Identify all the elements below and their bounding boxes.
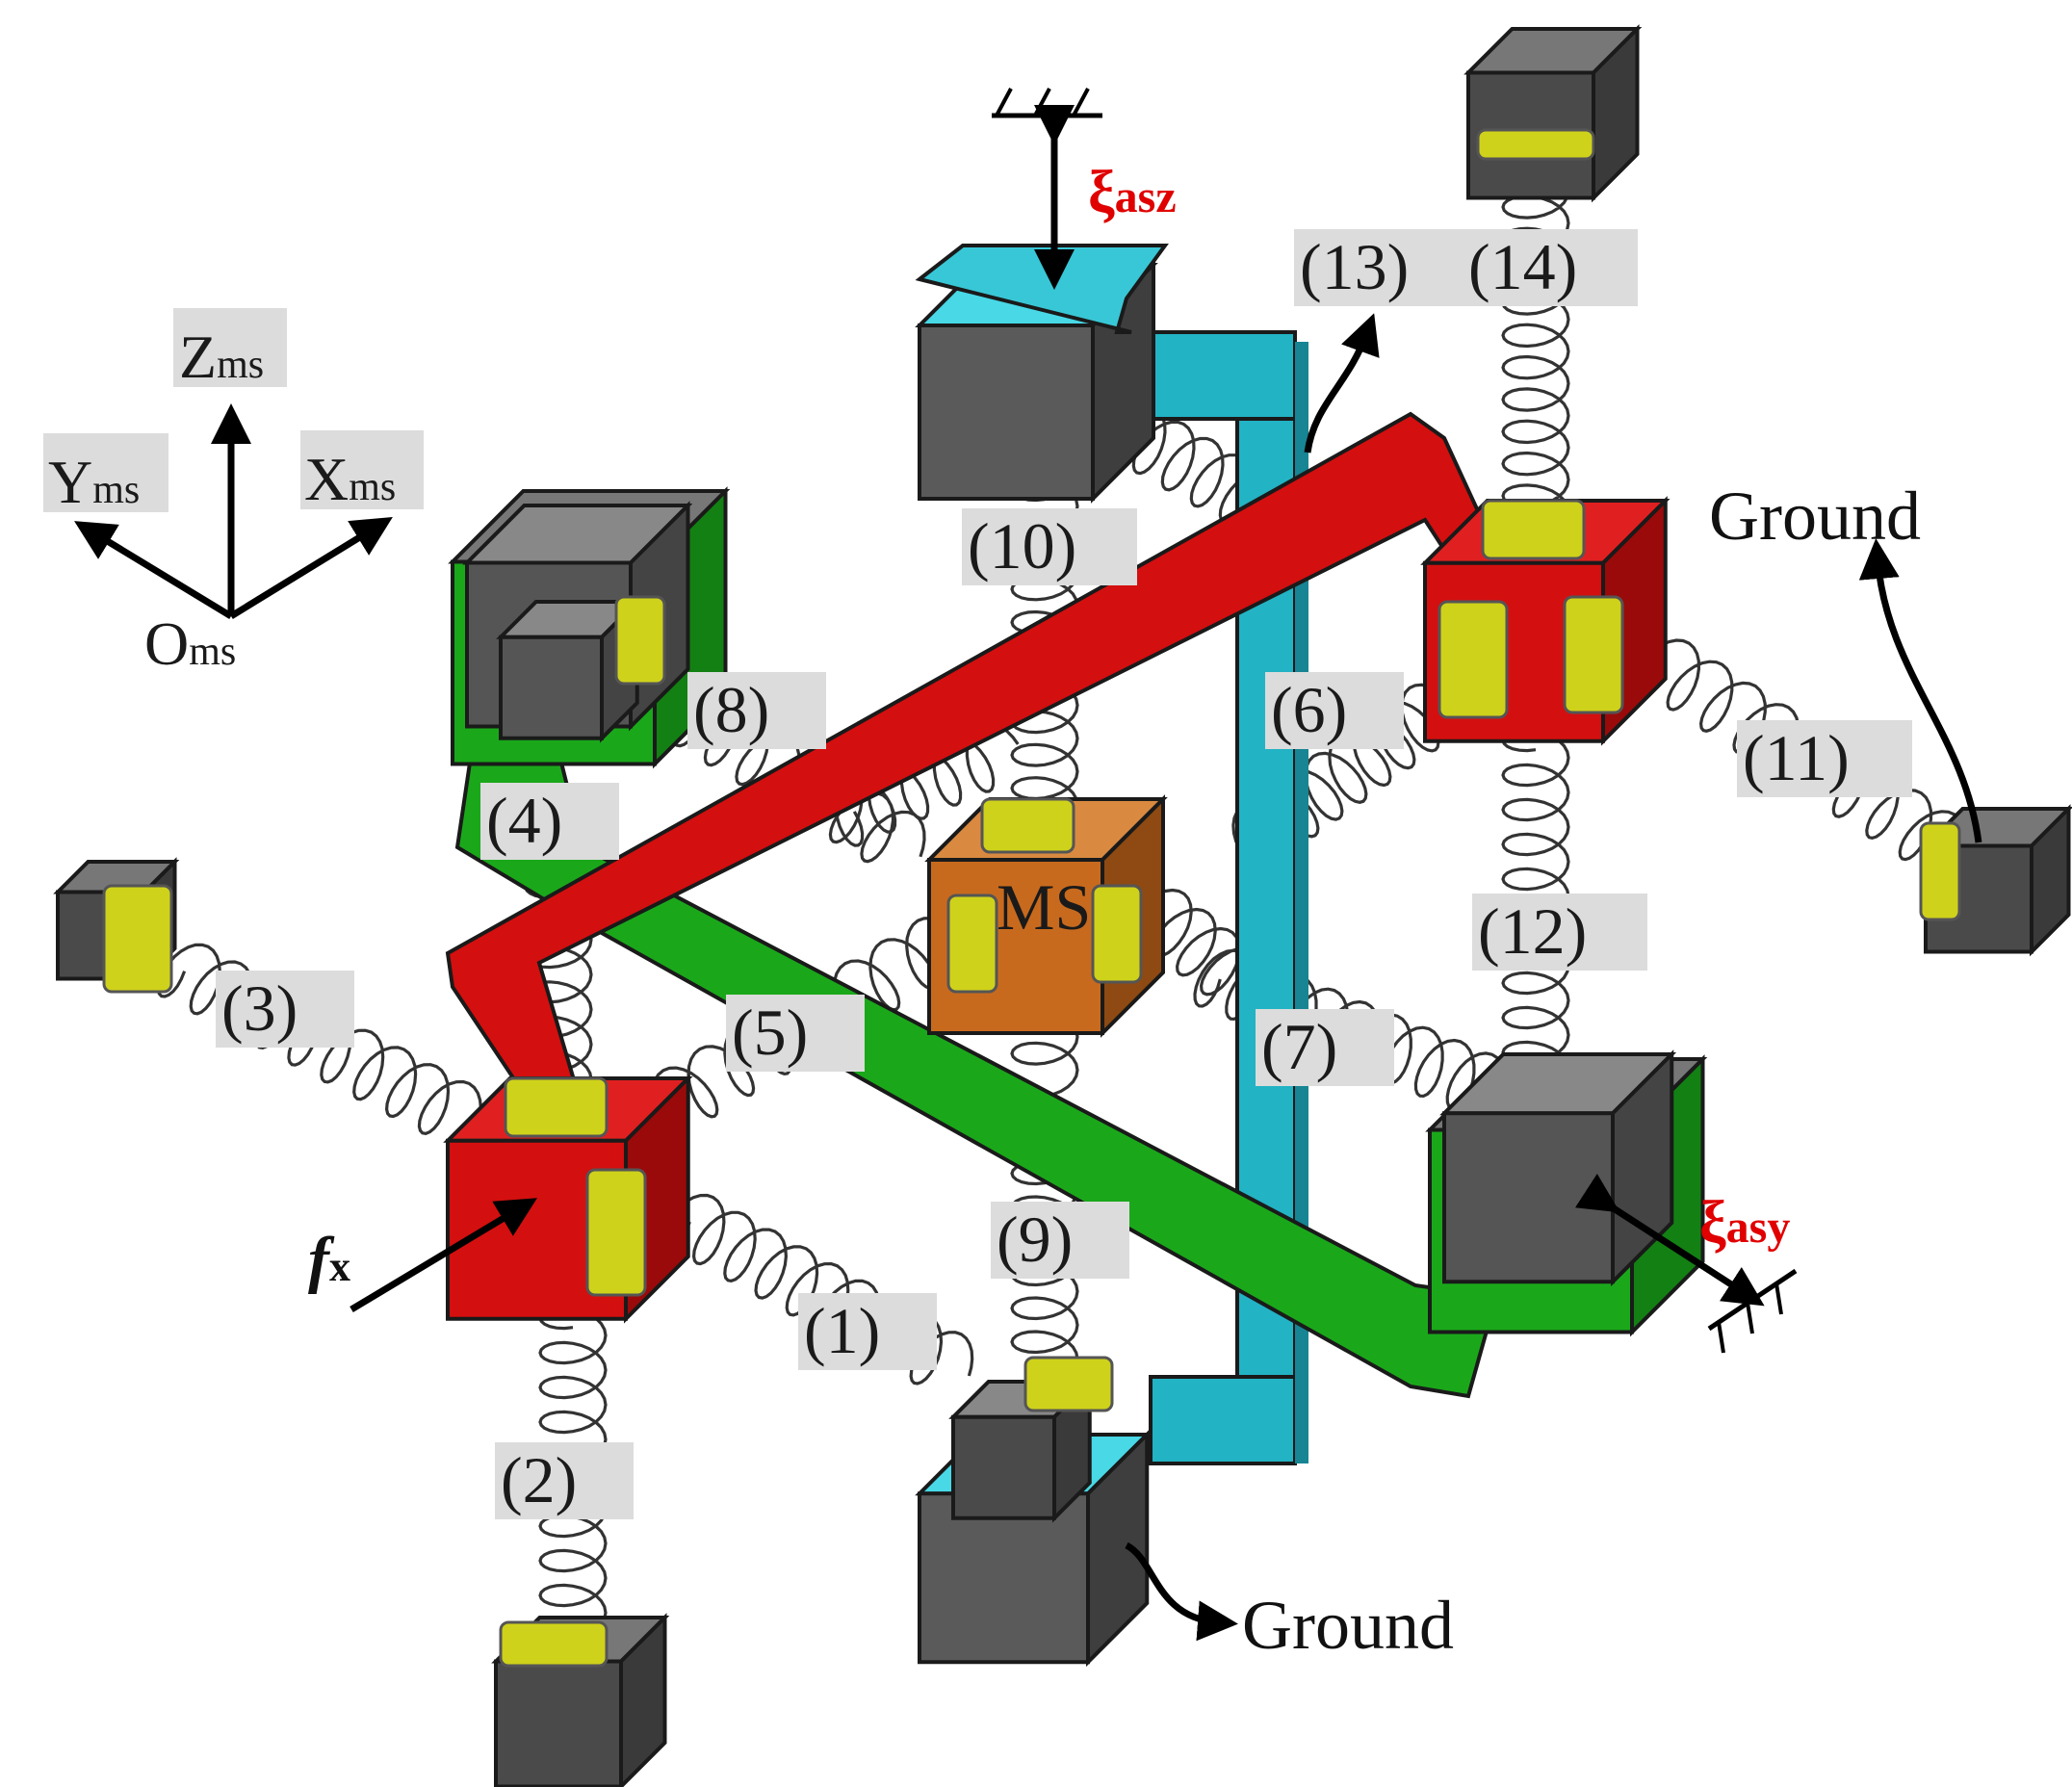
spring-label-box: [1294, 229, 1469, 306]
pad-ground-left: [102, 884, 173, 994]
xi-asy-label: ξasy: [1699, 1190, 1790, 1256]
spring-label-box: [726, 995, 865, 1072]
ground-label-right: Ground: [1709, 478, 1921, 555]
spring-label: (9): [997, 1203, 1073, 1276]
spring-label-box: [216, 971, 354, 1048]
spring-label-box: [1463, 229, 1638, 306]
coordinate-frame: Zms Yms Xms Oms: [43, 308, 424, 678]
pad-red-right-front: [1437, 600, 1509, 719]
force-label: fx: [308, 1225, 350, 1295]
spring-14: [1501, 130, 1570, 540]
spring-label-box: [798, 1293, 937, 1370]
spring-label-box: [480, 783, 619, 860]
pad-red-right-side: [1563, 595, 1624, 714]
spring-label-box: [1472, 894, 1647, 971]
spring-label: (4): [486, 784, 562, 857]
spring-label: (10): [968, 509, 1076, 583]
pad-ground-right: [1919, 821, 1961, 921]
cyan-housing-bottom-small: [948, 1377, 1095, 1523]
ground-callouts: Ground Ground: [1125, 313, 1982, 1664]
ground-block-top: [1463, 24, 1643, 203]
spring-label: (5): [732, 996, 808, 1069]
red-link: [445, 411, 1505, 1120]
spring-label-box: [495, 1442, 634, 1519]
pad-red-right-top: [1481, 499, 1586, 560]
spring-label-box: [1256, 1009, 1394, 1086]
pad-ms-top: [980, 797, 1075, 854]
ground-label-bottom: Ground: [1242, 1587, 1454, 1664]
spring-label: (13): [1300, 230, 1409, 303]
spring-label-box: [962, 508, 1137, 585]
green-housing-right-inner: [1439, 1049, 1677, 1287]
spring-label-box: [1737, 720, 1912, 797]
axis-origin-label: Oms: [144, 609, 236, 678]
axis-z-label: Zms: [179, 323, 264, 391]
spring-label: (11): [1743, 721, 1850, 794]
spring-label: (1): [804, 1294, 880, 1367]
pad-red-left-top: [504, 1076, 609, 1138]
pad-cyan-bottom: [1023, 1356, 1114, 1412]
pad-green-left: [614, 595, 666, 686]
axis-y-label: Yms: [48, 448, 140, 516]
pad-ms-side: [1091, 884, 1143, 984]
pad-ground-bottom: [499, 1620, 609, 1668]
spring-label: (3): [221, 971, 298, 1045]
spring-ms-right: [1127, 888, 1265, 997]
spring-label: (14): [1468, 230, 1577, 303]
blocks-layer: [53, 24, 2072, 1787]
spring-label: (6): [1271, 673, 1347, 746]
xi-asz-label: ξasz: [1088, 160, 1177, 225]
spring-label: (2): [501, 1443, 577, 1516]
spring-labels-layer: (1) (2) (3) (4) (5) (6) (7) (8) (9) (10) (11) (12) (…: [216, 229, 1912, 1519]
spring-label-box: [991, 1202, 1129, 1279]
spring-label: (7): [1261, 1010, 1337, 1083]
pad-red-left-side: [585, 1168, 647, 1297]
center-mass-label: MS: [997, 870, 1091, 944]
spring-label: (8): [693, 673, 769, 746]
green-housing-left-small: [496, 597, 642, 743]
pad-ms-front: [946, 894, 998, 994]
spring-label-box: [687, 672, 826, 749]
axis-x-label: Xms: [304, 445, 396, 513]
spring-label-box: [1265, 672, 1404, 749]
spring-label: (12): [1478, 894, 1587, 968]
pad-ground-top: [1476, 128, 1595, 161]
